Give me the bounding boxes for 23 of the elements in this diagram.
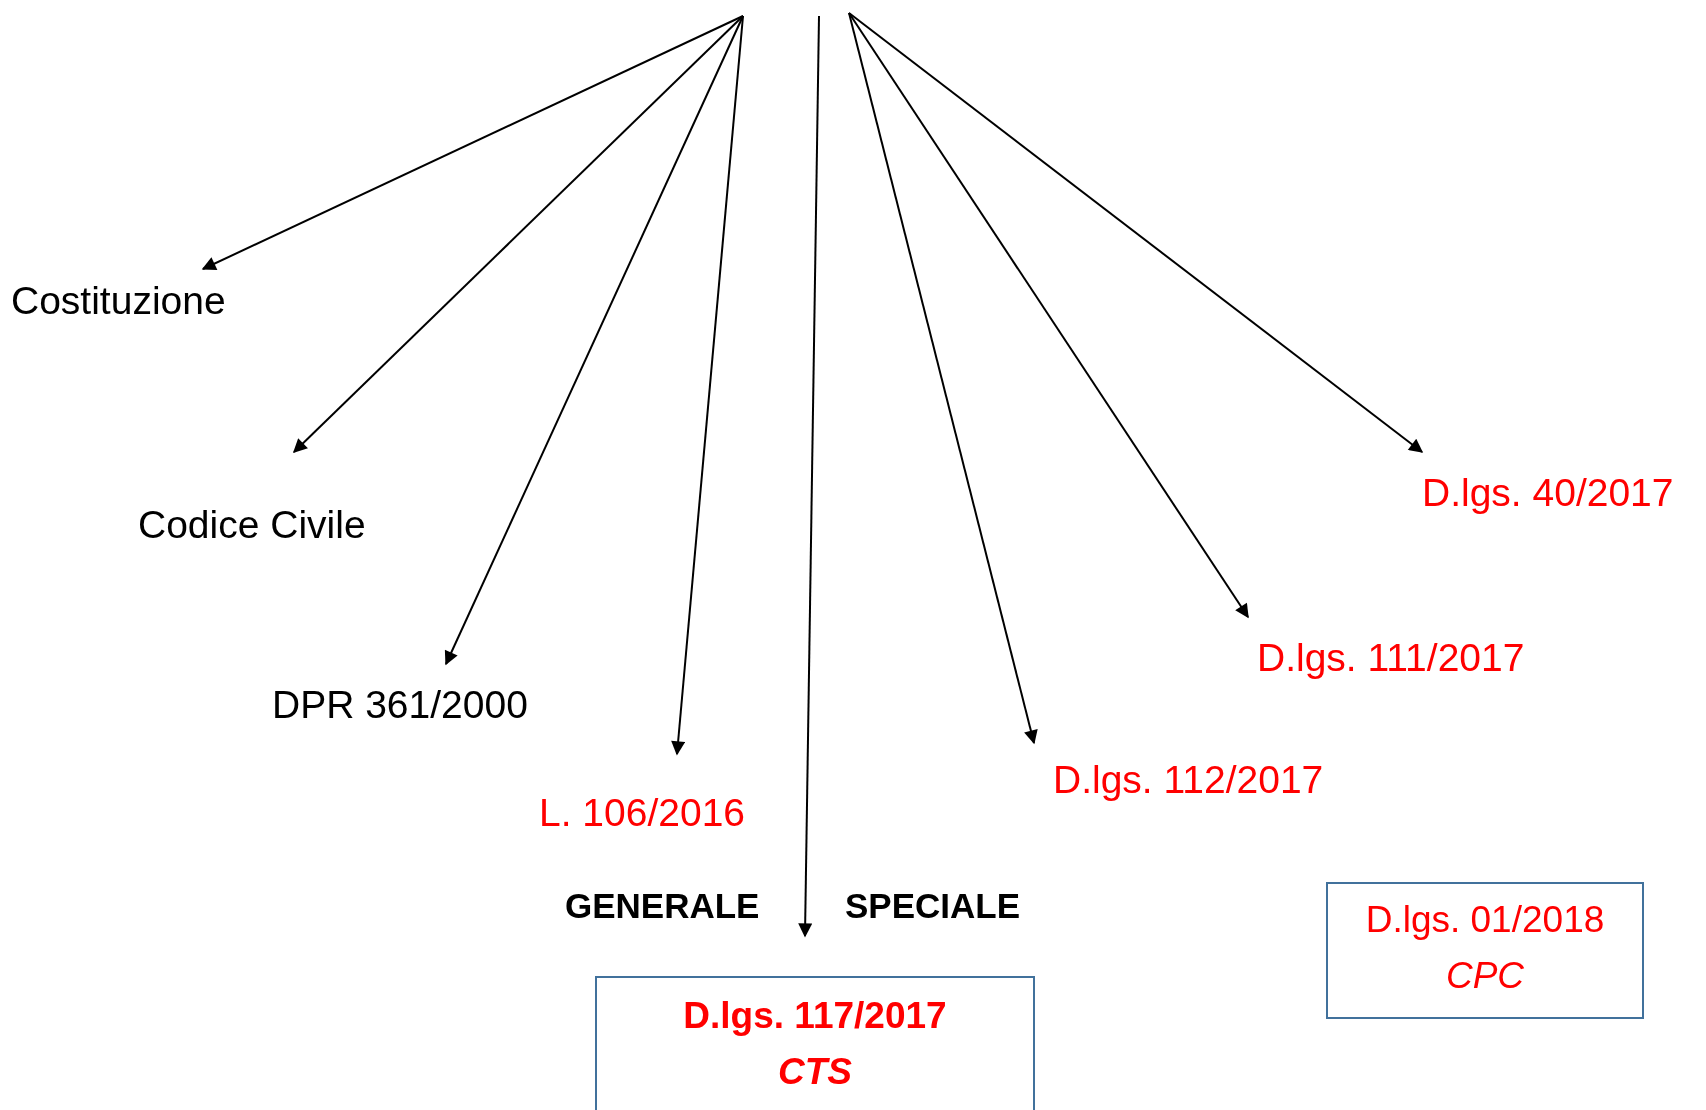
law-box: [595, 976, 1035, 1110]
law-label: Costituzione: [11, 279, 226, 324]
law-label: D.lgs. 111/2017: [1257, 636, 1525, 681]
law-title: D.lgs. 117/2017: [683, 994, 947, 1038]
arrow: [798, 15, 820, 938]
arrow: [848, 12, 1249, 619]
arrow: [848, 12, 1038, 745]
arrow: [293, 15, 744, 453]
arrow: [444, 15, 744, 666]
arrow: [201, 15, 744, 270]
arrow: [671, 15, 744, 756]
law-label: D.lgs. 40/2017: [1422, 471, 1674, 516]
law-label: Codice Civile: [138, 503, 366, 548]
law-abbreviation: CTS: [778, 1049, 852, 1094]
category-label: SPECIALE: [845, 886, 1021, 926]
law-box: [1326, 882, 1644, 1019]
law-label: DPR 361/2000: [272, 683, 528, 728]
law-label: D.lgs. 112/2017: [1053, 758, 1324, 803]
category-label: GENERALE: [565, 886, 760, 926]
law-title: D.lgs. 01/2018: [1365, 898, 1605, 942]
law-abbreviation: CPC: [1445, 953, 1525, 998]
law-label: L. 106/2016: [539, 791, 746, 836]
arrow: [848, 12, 1424, 453]
